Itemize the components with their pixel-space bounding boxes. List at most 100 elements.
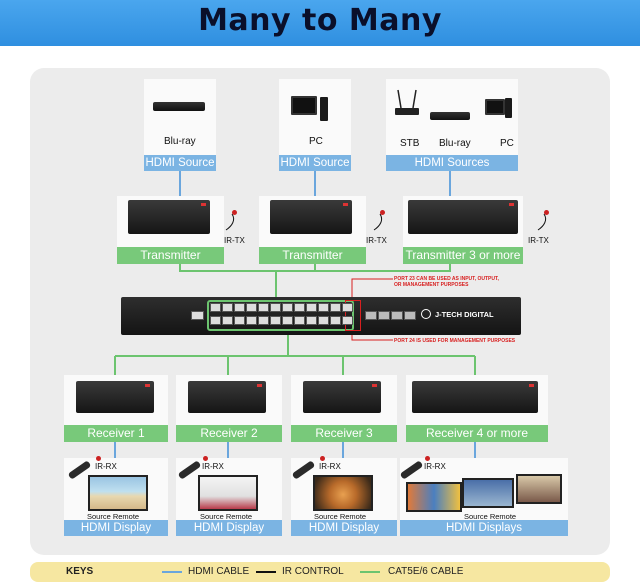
legend-cat: CAT5E/6 CABLE: [388, 566, 464, 577]
pc-tower-icon: [320, 97, 328, 121]
source-3-device-label-bluray: Blu-ray: [439, 138, 471, 149]
switch-ethernet-port: [210, 303, 221, 312]
transmitter-2-ir-label: IR-TX: [366, 236, 387, 245]
receiver-4-display-label: HDMI Displays: [400, 520, 568, 536]
switch-sfp-port: [365, 311, 377, 320]
receiver-1-remote-label: Source Remote: [87, 512, 140, 521]
switch-ethernet-port: [258, 316, 269, 325]
source-2-device-label: PC: [309, 136, 323, 147]
switch-ethernet-port: [222, 316, 233, 325]
ir-receiver-icon: [96, 456, 101, 461]
switch-ethernet-port: [246, 303, 257, 312]
ir-emitter-icon-3: [544, 210, 549, 215]
hdmi-display-icon-4b: [462, 478, 514, 508]
ir-receiver-icon-2: [203, 456, 208, 461]
receiver-4-remote-label: Source Remote: [464, 512, 517, 521]
source-2-label: HDMI Source: [279, 155, 351, 171]
switch-ethernet-port: [246, 316, 257, 325]
receiver-4-label: Receiver 4 or more: [406, 425, 548, 442]
switch-console-port: [191, 311, 204, 320]
receiver-device-icon: [76, 381, 154, 413]
cat-line-tx1: [179, 263, 277, 297]
receiver-2-label: Receiver 2: [176, 425, 282, 442]
switch-brand: J-TECH DIGITAL: [435, 310, 494, 319]
legend-ir: IR CONTROL: [282, 566, 344, 577]
receiver-1-label: Receiver 1: [64, 425, 168, 442]
hdmi-display-icon-4a: [406, 482, 462, 512]
switch-sfp-port: [378, 311, 390, 320]
receiver-device-icon-3: [303, 381, 381, 413]
switch-sfp-port: [404, 311, 416, 320]
brand-logo-icon: [421, 309, 431, 319]
hdmi-display-icon-3: [313, 475, 373, 511]
transmitter-1-ir-label: IR-TX: [224, 236, 245, 245]
ir-control-key-line: [256, 571, 276, 573]
source-3-label: HDMI Sources: [386, 155, 518, 171]
hdmi-display-icon-2: [198, 475, 258, 511]
hdmi-cable-key-line: [162, 571, 182, 573]
port23-highlight: [345, 300, 361, 331]
transmitter-device-icon-3c: [466, 200, 518, 234]
receiver-device-icon-2: [188, 381, 266, 413]
switch-ethernet-port: [270, 303, 281, 312]
switch-ethernet-port: [330, 316, 341, 325]
receiver-2-ir-label: IR-RX: [202, 462, 224, 471]
legend-hdmi: HDMI CABLE: [188, 566, 250, 577]
switch-ethernet-port: [306, 316, 317, 325]
receiver-2-display-label: HDMI Display: [176, 520, 282, 536]
pc-tower-icon-2: [505, 98, 512, 118]
switch-ethernet-port: [330, 303, 341, 312]
hdmi-display-icon-4c: [516, 474, 562, 504]
switch-ethernet-port: [342, 316, 353, 325]
source-1-label: HDMI Source: [144, 155, 216, 171]
ir-emitter-icon-2: [380, 210, 385, 215]
ir-wire-tx2: [373, 213, 383, 231]
pc-monitor-icon-2: [485, 99, 505, 115]
source-3-device-label-stb: STB: [400, 138, 420, 149]
transmitter-3-label: Transmitter 3 or more: [403, 247, 523, 264]
legend-bar: KEYS HDMI CABLE IR CONTROL CAT5E/6 CABLE: [30, 562, 610, 582]
note-port23-line: [351, 278, 393, 300]
receiver-4-ir-label: IR-RX: [424, 462, 446, 471]
hdmi-display-icon: [88, 475, 148, 511]
note-port24: PORT 24 IS USED FOR MANAGEMENT PURPOSES: [394, 338, 516, 344]
cat-line-tx2: [276, 263, 316, 272]
ir-receiver-icon-4: [425, 456, 430, 461]
switch-ethernet-port: [282, 316, 293, 325]
bluray-player-icon-2: [430, 112, 470, 120]
switch-ethernet-port: [222, 303, 233, 312]
switch-port-group: [207, 300, 354, 331]
transmitter-1-label: Transmitter: [117, 247, 224, 264]
switch-ethernet-port: [306, 303, 317, 312]
switch-sfp-port: [391, 311, 403, 320]
receiver-2-remote-label: Source Remote: [200, 512, 253, 521]
note-port23: PORT 23 CAN BE USED AS INPUT, OUTPUT, OR…: [394, 276, 499, 288]
router-icon: [395, 89, 419, 115]
cat-cable-key-line: [360, 571, 380, 573]
cat-line-tx3: [276, 263, 451, 272]
legend-title: KEYS: [66, 566, 94, 577]
switch-ethernet-port: [210, 316, 221, 325]
source-3-device-label-pc: PC: [500, 138, 514, 149]
receiver-3-ir-label: IR-RX: [319, 462, 341, 471]
transmitter-2-label: Transmitter: [259, 247, 366, 264]
switch-ethernet-port: [282, 303, 293, 312]
switch-ethernet-port: [234, 303, 245, 312]
transmitter-3-ir-label: IR-TX: [528, 236, 549, 245]
receiver-device-icon-4c: [480, 381, 538, 413]
header-banner: Many to Many: [0, 0, 640, 46]
switch-ethernet-port: [318, 316, 329, 325]
receiver-3-remote-label: Source Remote: [314, 512, 367, 521]
ir-wire-tx1: [225, 213, 235, 231]
receiver-1-ir-label: IR-RX: [95, 462, 117, 471]
ir-receiver-icon-3: [320, 456, 325, 461]
switch-ethernet-port: [294, 303, 305, 312]
transmitter-device-icon-2: [270, 200, 352, 234]
ir-emitter-icon: [232, 210, 237, 215]
switch-ethernet-port: [234, 316, 245, 325]
ir-wire-tx3: [537, 213, 547, 231]
receiver-1-display-label: HDMI Display: [64, 520, 168, 536]
switch-ethernet-port: [270, 316, 281, 325]
switch-ethernet-port: [318, 303, 329, 312]
